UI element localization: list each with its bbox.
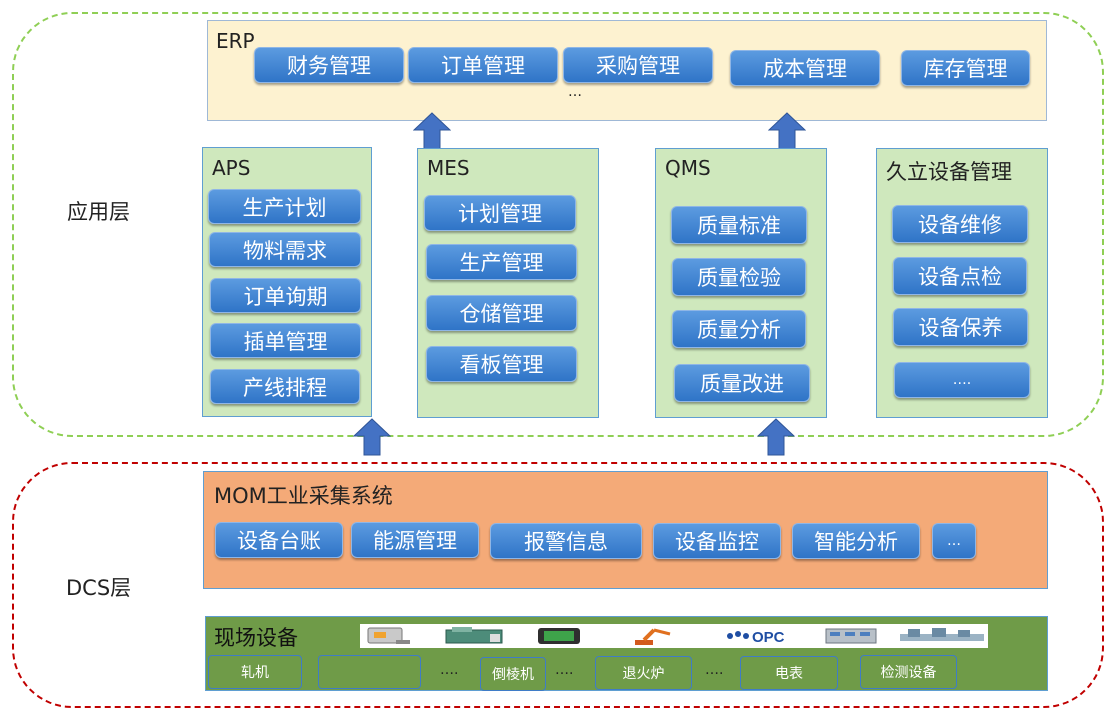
erp-module-order[interactable]: 订单管理: [408, 47, 558, 83]
device-dots-1: ….: [440, 662, 459, 678]
device-pictures: OPC: [367, 627, 984, 646]
arrow-up-icon: [353, 418, 391, 456]
mom-item-smart-analysis[interactable]: 智能分析: [792, 523, 920, 559]
mom-item-equipment-ledger[interactable]: 设备台账: [215, 522, 343, 558]
dcs-layer-label: DCS层: [66, 576, 132, 600]
aps-item-production-plan[interactable]: 生产计划: [208, 189, 361, 224]
equipment-item-maintenance[interactable]: 设备保养: [893, 308, 1028, 346]
device-rolling-mill[interactable]: 轧机: [208, 655, 302, 689]
aps-item-order-inquiry[interactable]: 订单询期: [210, 278, 361, 313]
erp-module-cost[interactable]: 成本管理: [730, 50, 880, 86]
mom-item-monitoring[interactable]: 设备监控: [653, 523, 781, 559]
erp-module-finance[interactable]: 财务管理: [254, 47, 404, 83]
mes-item-plan[interactable]: 计划管理: [424, 195, 576, 231]
machine-icon: [445, 627, 503, 644]
mes-item-kanban[interactable]: 看板管理: [426, 346, 577, 382]
mes-item-production[interactable]: 生产管理: [426, 244, 577, 280]
field-devices-title: 现场设备: [214, 626, 298, 650]
tablet-icon: [538, 628, 580, 644]
device-image-strip: OPC: [360, 624, 988, 648]
machine-icon: [367, 627, 410, 644]
robot-arm-icon: [635, 628, 671, 645]
aps-item-line-scheduling[interactable]: 产线排程: [210, 369, 360, 404]
device-annealing-furnace[interactable]: 退火炉: [595, 656, 692, 690]
arrow-up-icon: [757, 418, 795, 456]
qms-item-analysis[interactable]: 质量分析: [672, 310, 806, 348]
aps-item-material-demand[interactable]: 物料需求: [209, 232, 361, 267]
application-layer-label: 应用层: [67, 200, 130, 224]
device-chamfering-machine[interactable]: 倒棱机: [480, 657, 546, 691]
equipment-item-inspection[interactable]: 设备点检: [893, 257, 1027, 295]
equipment-title: 久立设备管理: [886, 160, 1012, 184]
arrow-up-icon: [413, 112, 451, 150]
device-blank[interactable]: [318, 655, 421, 689]
equipment-item-more[interactable]: ….: [894, 362, 1030, 398]
production-line-icon: [900, 628, 984, 641]
device-meter[interactable]: 电表: [740, 656, 838, 690]
mom-title: MOM工业采集系统: [214, 484, 393, 508]
erp-module-inventory[interactable]: 库存管理: [901, 50, 1030, 86]
opc-logo-text: OPC: [752, 629, 785, 646]
qms-item-inspection[interactable]: 质量检验: [672, 258, 806, 296]
opc-logo: OPC: [727, 629, 785, 646]
mes-item-warehouse[interactable]: 仓储管理: [426, 295, 577, 331]
cabinet-icon: [825, 628, 877, 644]
device-testing-equipment[interactable]: 检测设备: [860, 655, 957, 689]
qms-title: QMS: [665, 156, 711, 180]
qms-item-improvement[interactable]: 质量改进: [674, 364, 810, 402]
aps-item-insert-order[interactable]: 插单管理: [210, 323, 361, 358]
arrow-up-icon: [768, 112, 806, 150]
mes-title: MES: [427, 156, 470, 180]
dcs-layer-outline: [12, 462, 1104, 708]
device-dots-3: ….: [705, 662, 724, 678]
mom-item-more[interactable]: …: [932, 523, 976, 559]
erp-title: ERP: [216, 29, 255, 53]
erp-more-dots: …: [568, 84, 582, 100]
mom-item-energy[interactable]: 能源管理: [351, 522, 479, 558]
mom-item-alarm[interactable]: 报警信息: [490, 523, 642, 559]
erp-module-purchase[interactable]: 采购管理: [563, 47, 713, 83]
qms-item-standard[interactable]: 质量标准: [671, 206, 807, 244]
application-layer-outline: [12, 12, 1104, 437]
aps-title: APS: [212, 156, 251, 180]
device-dots-2: ….: [555, 662, 574, 678]
equipment-item-repair[interactable]: 设备维修: [892, 205, 1028, 243]
